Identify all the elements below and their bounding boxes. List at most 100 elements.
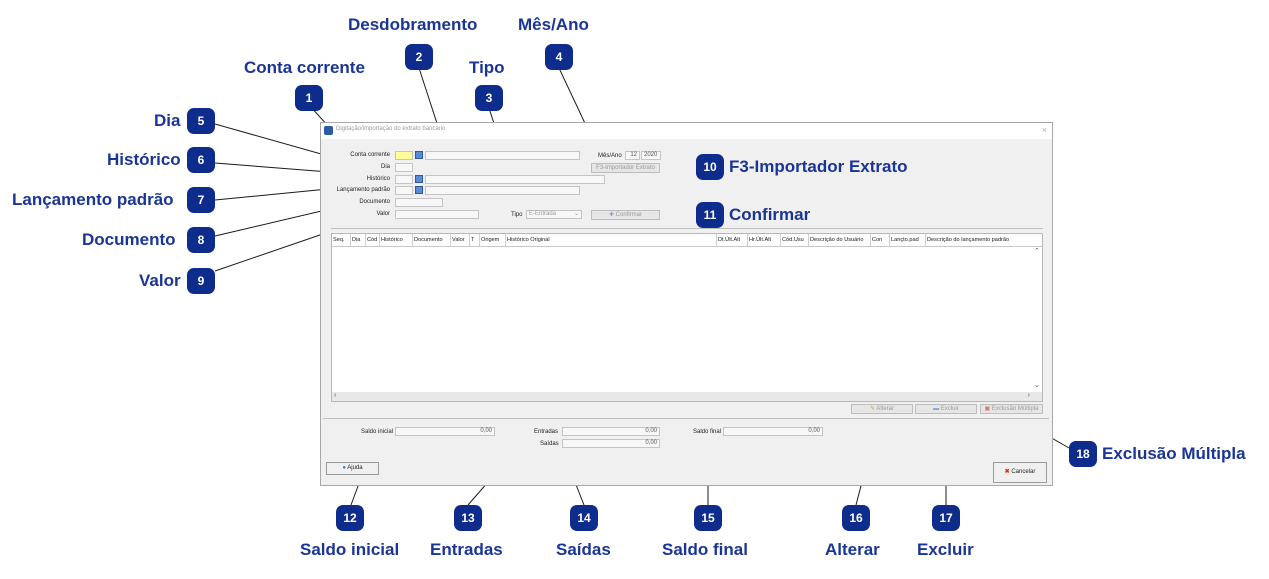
lancamentos-grid[interactable]: Seq. Dia Cód Histórico Documento Valor T… <box>331 233 1043 402</box>
conta-corrente-description <box>425 151 580 160</box>
ano-input[interactable]: 2020 <box>641 151 661 160</box>
callout-badge-7: 7 <box>187 187 215 213</box>
edit-icon: ✎ <box>869 406 875 412</box>
col-valor[interactable]: Valor <box>451 234 470 246</box>
separator <box>323 418 1049 419</box>
scroll-up-icon[interactable]: ⌃ <box>1034 248 1040 255</box>
conta-corrente-lookup-icon[interactable] <box>415 151 423 159</box>
saidas-value: 0,00 <box>562 439 660 448</box>
dia-input[interactable] <box>395 163 413 172</box>
callout-badge-5: 5 <box>187 108 215 134</box>
cancel-icon: ✖ <box>1004 469 1010 475</box>
callout-caption-3: Tipo <box>469 58 505 77</box>
col-origem[interactable]: Origem <box>480 234 506 246</box>
callout-caption-17: Excluir <box>917 540 974 559</box>
tipo-select-value: E-Entrada <box>529 211 557 217</box>
callout-badge-1: 1 <box>295 85 323 111</box>
callout-caption-5: Dia <box>154 111 181 130</box>
callout-caption-18: Exclusão Múltipla <box>1102 444 1246 463</box>
col-documento[interactable]: Documento <box>413 234 451 246</box>
saldo-inicial-label: Saldo inicial <box>361 429 394 435</box>
documento-label: Documento <box>359 199 390 205</box>
col-historico-original[interactable]: Histórico Original <box>506 234 717 246</box>
col-cod-usu[interactable]: Cód.Usu <box>781 234 809 246</box>
scroll-down-icon[interactable]: ⌄ <box>1034 382 1040 389</box>
valor-label: Valor <box>376 211 390 217</box>
scroll-left-icon[interactable]: ‹ <box>334 392 337 399</box>
callout-caption-10: F3-Importador Extrato <box>729 157 908 176</box>
alterar-button-label: Alterar <box>876 406 895 412</box>
entradas-label: Entradas <box>534 429 559 435</box>
plus-icon: ✚ <box>608 212 614 218</box>
callout-badge-12: 12 <box>336 505 364 531</box>
ajuda-button-label: Ajuda <box>347 465 363 471</box>
callout-caption-14: Saídas <box>556 540 611 559</box>
callout-badge-8: 8 <box>187 227 215 253</box>
window-title: Digitação/importação do extrato bancário <box>336 126 446 132</box>
lancamento-padrao-label: Lançamento padrão <box>336 187 390 193</box>
callout-caption-16: Alterar <box>825 540 880 559</box>
historico-input[interactable] <box>395 175 413 184</box>
callout-caption-7: Lançamento padrão <box>12 190 174 209</box>
cancelar-button-label: Cancelar <box>1011 469 1036 475</box>
lancamento-padrao-input[interactable] <box>395 186 413 195</box>
lancamento-padrao-description <box>425 186 580 195</box>
conta-corrente-input[interactable] <box>395 151 413 160</box>
callout-caption-4: Mês/Ano <box>518 15 589 34</box>
exclusao-multipla-button-label: Exclusão Múltipla <box>991 406 1039 412</box>
confirmar-button[interactable]: ✚ Confirmar <box>591 210 660 220</box>
col-hr-ult-alt[interactable]: Hr.Últ.Alt <box>748 234 781 246</box>
col-lancto-pad[interactable]: Lançto.pad <box>890 234 926 246</box>
importador-extrato-button[interactable]: F3-Importador Extrato <box>591 163 660 173</box>
documento-input[interactable] <box>395 198 443 207</box>
alterar-button[interactable]: ✎ Alterar <box>851 404 913 414</box>
callout-caption-12: Saldo inicial <box>300 540 400 559</box>
help-icon: ● <box>342 465 346 471</box>
callout-badge-6: 6 <box>187 147 215 173</box>
callout-caption-15: Saldo final <box>662 540 748 559</box>
horizontal-scrollbar[interactable]: ‹ › <box>332 392 1042 401</box>
col-dt-ult-alt[interactable]: Dt.Últ.Alt <box>717 234 748 246</box>
col-descricao-usuario[interactable]: Descrição do Usuário <box>809 234 871 246</box>
callout-badge-2: 2 <box>405 44 433 70</box>
valor-input[interactable] <box>395 210 479 219</box>
lancamento-padrao-lookup-icon[interactable] <box>415 186 423 194</box>
callout-badge-3: 3 <box>475 85 503 111</box>
excluir-button-label: Excluir <box>940 406 959 412</box>
multi-delete-icon: ▣ <box>984 406 991 412</box>
col-descricao-lancamento-padrao[interactable]: Descrição do lançamento padrão <box>927 237 1010 243</box>
historico-description[interactable] <box>425 175 605 184</box>
mes-input[interactable]: 12 <box>625 151 640 160</box>
callout-caption-9: Valor <box>139 271 181 290</box>
vertical-scrollbar[interactable]: ⌃ ⌄ <box>1033 246 1042 392</box>
close-icon[interactable]: × <box>1041 125 1047 135</box>
col-historico[interactable]: Histórico <box>380 234 413 246</box>
minus-icon: ▬ <box>933 406 940 412</box>
col-dia[interactable]: Dia <box>351 234 366 246</box>
grid-header: Seq. Dia Cód Histórico Documento Valor T… <box>332 234 1042 247</box>
callout-caption-2: Desdobramento <box>348 15 478 34</box>
callout-caption-13: Entradas <box>430 540 503 559</box>
ajuda-button[interactable]: ● Ajuda <box>326 462 379 475</box>
exclusao-multipla-button[interactable]: ▣ Exclusão Múltipla <box>980 404 1043 414</box>
col-cod[interactable]: Cód <box>366 234 380 246</box>
dia-label: Dia <box>380 164 390 170</box>
excluir-button[interactable]: ▬ Excluir <box>915 404 977 414</box>
app-icon <box>324 126 333 135</box>
chevron-down-icon: ⌄ <box>573 211 579 217</box>
tipo-select[interactable]: E-Entrada ⌄ <box>526 210 582 219</box>
col-seq[interactable]: Seq. <box>332 234 351 246</box>
callout-badge-9: 9 <box>187 268 215 294</box>
col-con[interactable]: Con <box>871 234 890 246</box>
tipo-label: Tipo <box>511 212 523 218</box>
leader-line-7 <box>214 187 339 201</box>
historico-lookup-icon[interactable] <box>415 175 423 183</box>
callout-badge-14: 14 <box>570 505 598 531</box>
cancelar-button[interactable]: ✖ Cancelar <box>993 462 1047 483</box>
callout-badge-17: 17 <box>932 505 960 531</box>
saidas-label: Saídas <box>540 441 559 447</box>
col-t[interactable]: T <box>470 234 480 246</box>
scroll-right-icon[interactable]: › <box>1027 392 1030 399</box>
callout-badge-10: 10 <box>696 154 724 180</box>
callout-caption-1: Conta corrente <box>244 58 365 77</box>
